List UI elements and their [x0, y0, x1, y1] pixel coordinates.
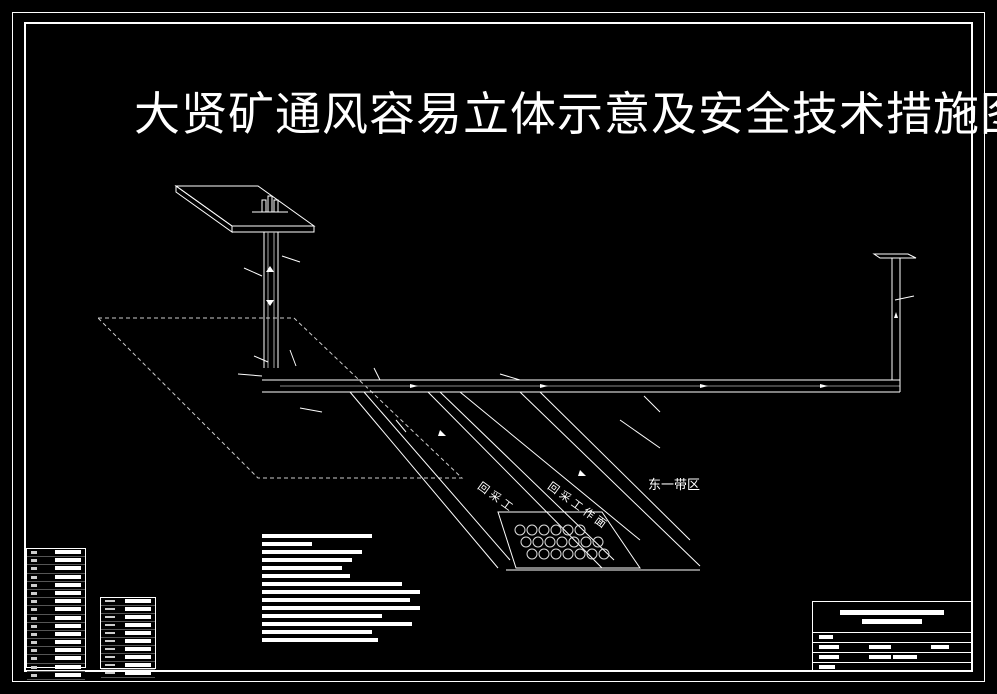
surface-block-front: [231, 225, 315, 233]
caved-zone: [514, 524, 610, 560]
department-name: [862, 619, 922, 624]
institution-name: [840, 610, 944, 615]
surface-block: [174, 185, 316, 227]
title-block: [812, 601, 972, 671]
drawing-title: 大贤矿通风容易立体示意及安全技术措施图: [134, 87, 997, 141]
drawing-border-outer: [12, 12, 985, 682]
airflow-arrows: [266, 266, 898, 476]
surface-block-side: [175, 185, 233, 233]
drawing-border-inner: [24, 22, 973, 672]
fan-icon: [252, 195, 288, 213]
mining-area-boundary: [96, 317, 464, 479]
return-surface-block: [872, 253, 917, 259]
legend-table: [26, 548, 86, 680]
technical-notes: [262, 534, 432, 646]
working-face: [497, 511, 641, 569]
symbol-table: [100, 597, 156, 678]
area-label: 东一带区: [648, 478, 701, 493]
